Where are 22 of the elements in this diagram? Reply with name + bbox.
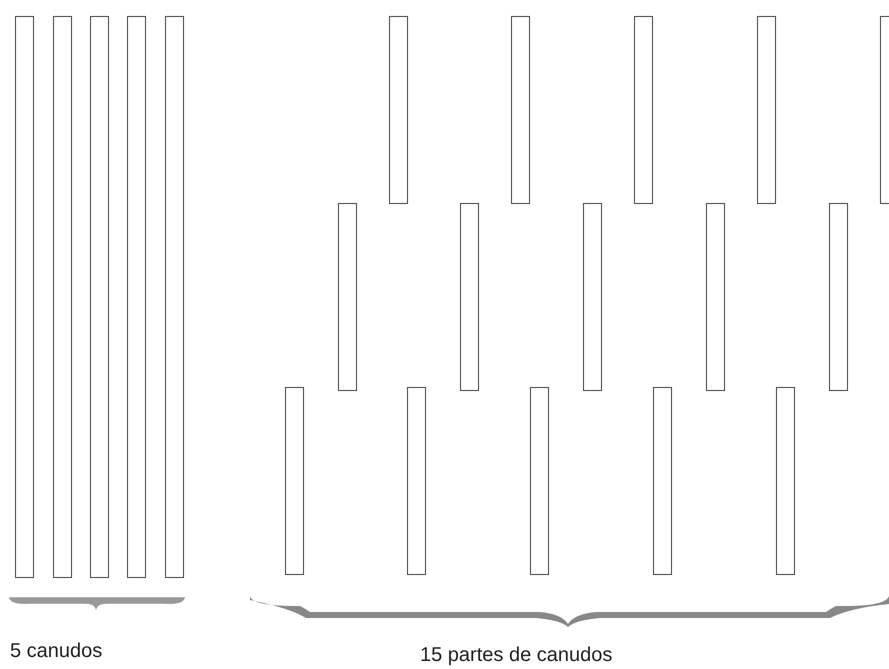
straw <box>880 16 889 204</box>
straw <box>90 16 109 578</box>
straw <box>634 16 653 204</box>
straw <box>53 16 72 578</box>
straw <box>757 16 776 204</box>
straw <box>285 387 304 575</box>
straw <box>511 16 530 204</box>
straw <box>389 16 408 204</box>
straw <box>706 203 725 391</box>
straw <box>583 203 602 391</box>
straw <box>127 16 146 578</box>
straw <box>829 203 848 391</box>
straw <box>407 387 426 575</box>
straw <box>338 203 357 391</box>
caption-label: 5 canudos <box>10 639 102 664</box>
straw <box>776 387 795 575</box>
straw <box>165 16 184 578</box>
straw <box>530 387 549 575</box>
straw <box>653 387 672 575</box>
caption-label: 15 partes de canudos <box>420 643 612 668</box>
straw <box>15 16 34 578</box>
straw <box>460 203 479 391</box>
